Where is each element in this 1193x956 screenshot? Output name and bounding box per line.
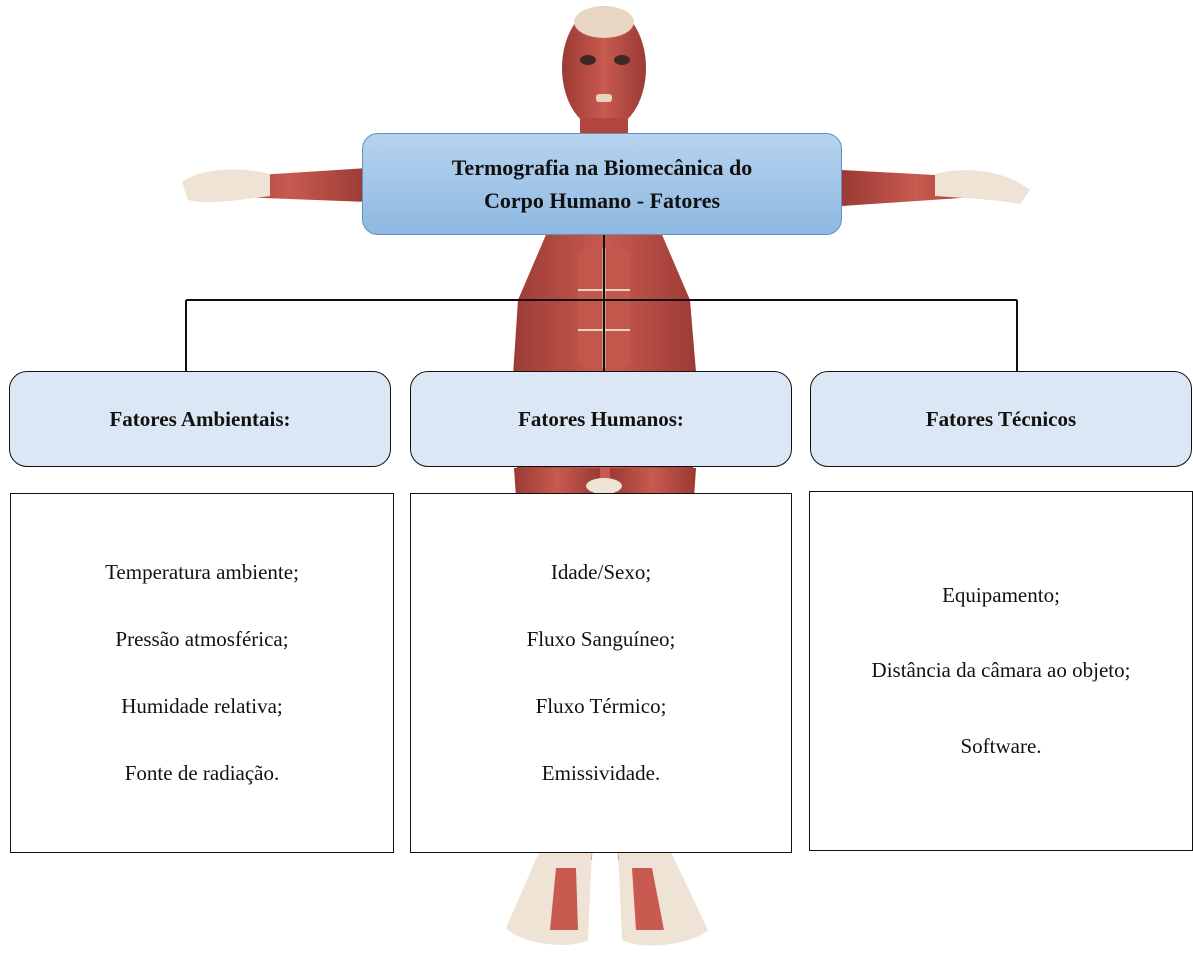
category-human-label: Fatores Humanos:	[518, 407, 684, 432]
list-item: Equipamento;	[942, 583, 1060, 608]
list-item: Fluxo Térmico;	[536, 694, 667, 719]
category-technical-box: Fatores Técnicos	[810, 371, 1192, 467]
category-technical-label: Fatores Técnicos	[926, 407, 1076, 432]
list-item: Pressão atmosférica;	[115, 627, 288, 652]
diagram-title-box: Termografia na Biomecânica do Corpo Huma…	[362, 133, 842, 235]
diagram-title-line2: Corpo Humano - Fatores	[452, 184, 752, 217]
list-item: Temperatura ambiente;	[105, 560, 299, 585]
list-item: Idade/Sexo;	[551, 560, 651, 585]
diagram-title-line1: Termografia na Biomecânica do	[452, 151, 752, 184]
human-factors-list: Idade/Sexo; Fluxo Sanguíneo; Fluxo Térmi…	[410, 493, 792, 853]
category-environmental-label: Fatores Ambientais:	[109, 407, 290, 432]
list-item: Fluxo Sanguíneo;	[527, 627, 676, 652]
list-item: Emissividade.	[542, 761, 660, 786]
list-item: Fonte de radiação.	[125, 761, 280, 786]
list-item: Distância da câmara ao objeto;	[872, 658, 1131, 683]
list-item: Humidade relativa;	[121, 694, 283, 719]
environmental-factors-list: Temperatura ambiente; Pressão atmosféric…	[10, 493, 394, 853]
list-item: Software.	[960, 734, 1041, 759]
category-environmental-box: Fatores Ambientais:	[9, 371, 391, 467]
category-human-box: Fatores Humanos:	[410, 371, 792, 467]
technical-factors-list: Equipamento; Distância da câmara ao obje…	[809, 491, 1193, 851]
